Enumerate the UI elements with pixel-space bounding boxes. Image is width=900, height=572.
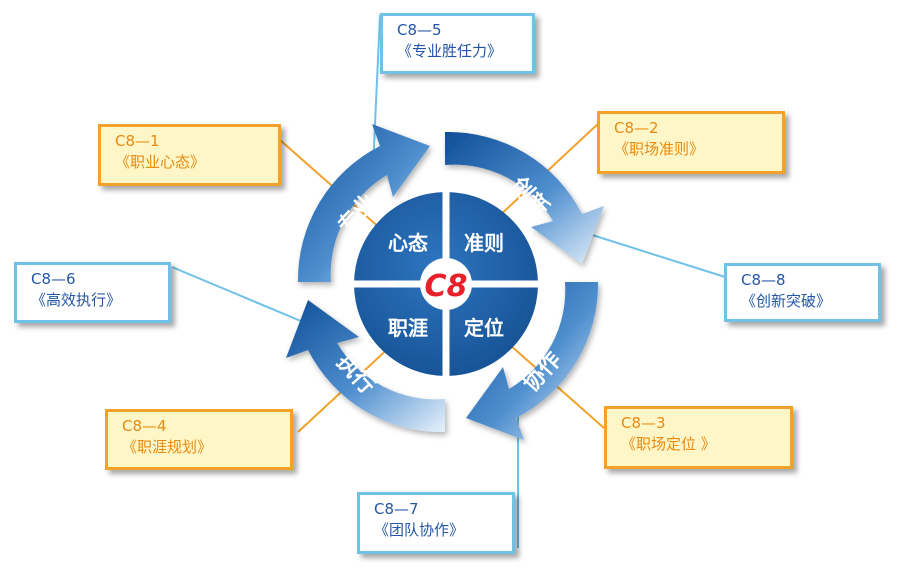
- box-c8-7-title: 《团队协作》: [374, 521, 465, 539]
- line-c8-2: [496, 121, 601, 219]
- box-c8-2: C8—2 《职场准则》: [597, 111, 785, 174]
- box-c8-1-title: 《职业心态》: [115, 153, 206, 171]
- line-c8-1: [279, 139, 383, 231]
- box-c8-3: C8—3 《职场定位 》: [604, 406, 793, 469]
- quadrant-zhiya: 职涯: [388, 316, 428, 340]
- box-c8-3-code: C8—3: [621, 414, 666, 432]
- ring-arrow-bottom-left: [286, 300, 445, 433]
- box-c8-4-title: 《职涯规划》: [122, 438, 213, 456]
- ring-arrow-top-right: [445, 131, 604, 264]
- quadrant-dingwei: 定位: [464, 316, 504, 340]
- quadrant-xintai: 心态: [388, 231, 428, 255]
- core-logo: C8: [425, 269, 468, 304]
- ring-arrow-bottom-right: [466, 282, 599, 440]
- box-c8-6: C8—6 《高效执行》: [14, 262, 171, 323]
- box-c8-2-title: 《职场准则》: [614, 140, 705, 158]
- box-c8-8-code: C8—8: [741, 271, 786, 289]
- core: C8 心态 准则 职涯 定位: [352, 190, 540, 378]
- line-c8-8: [566, 226, 726, 278]
- box-c8-2-code: C8—2: [614, 119, 659, 137]
- box-c8-7: C8—7 《团队协作》: [357, 492, 515, 554]
- box-c8-1: C8—1 《职业心态》: [98, 124, 281, 186]
- box-c8-5-code: C8—5: [397, 21, 442, 39]
- box-c8-4: C8—4 《职涯规划》: [105, 409, 293, 470]
- cycle-ring: [286, 124, 604, 440]
- ring-arrow-top-left: [297, 124, 430, 282]
- quadrant-zhunze: 准则: [464, 231, 504, 255]
- box-c8-3-title: 《职场定位 》: [621, 435, 716, 453]
- box-c8-6-title: 《高效执行》: [31, 291, 122, 309]
- box-c8-5-title: 《专业胜任力》: [397, 42, 503, 60]
- core-logo-disc: [420, 258, 472, 310]
- box-c8-8: C8—8 《创新突破》: [724, 263, 881, 322]
- box-c8-7-code: C8—7: [374, 500, 419, 518]
- box-c8-8-title: 《创新突破》: [741, 292, 832, 310]
- box-c8-6-code: C8—6: [31, 270, 76, 288]
- line-c8-5: [372, 14, 381, 169]
- box-c8-5: C8—5 《专业胜任力》: [380, 13, 535, 74]
- box-c8-4-code: C8—4: [122, 417, 167, 435]
- box-c8-1-code: C8—1: [115, 132, 160, 150]
